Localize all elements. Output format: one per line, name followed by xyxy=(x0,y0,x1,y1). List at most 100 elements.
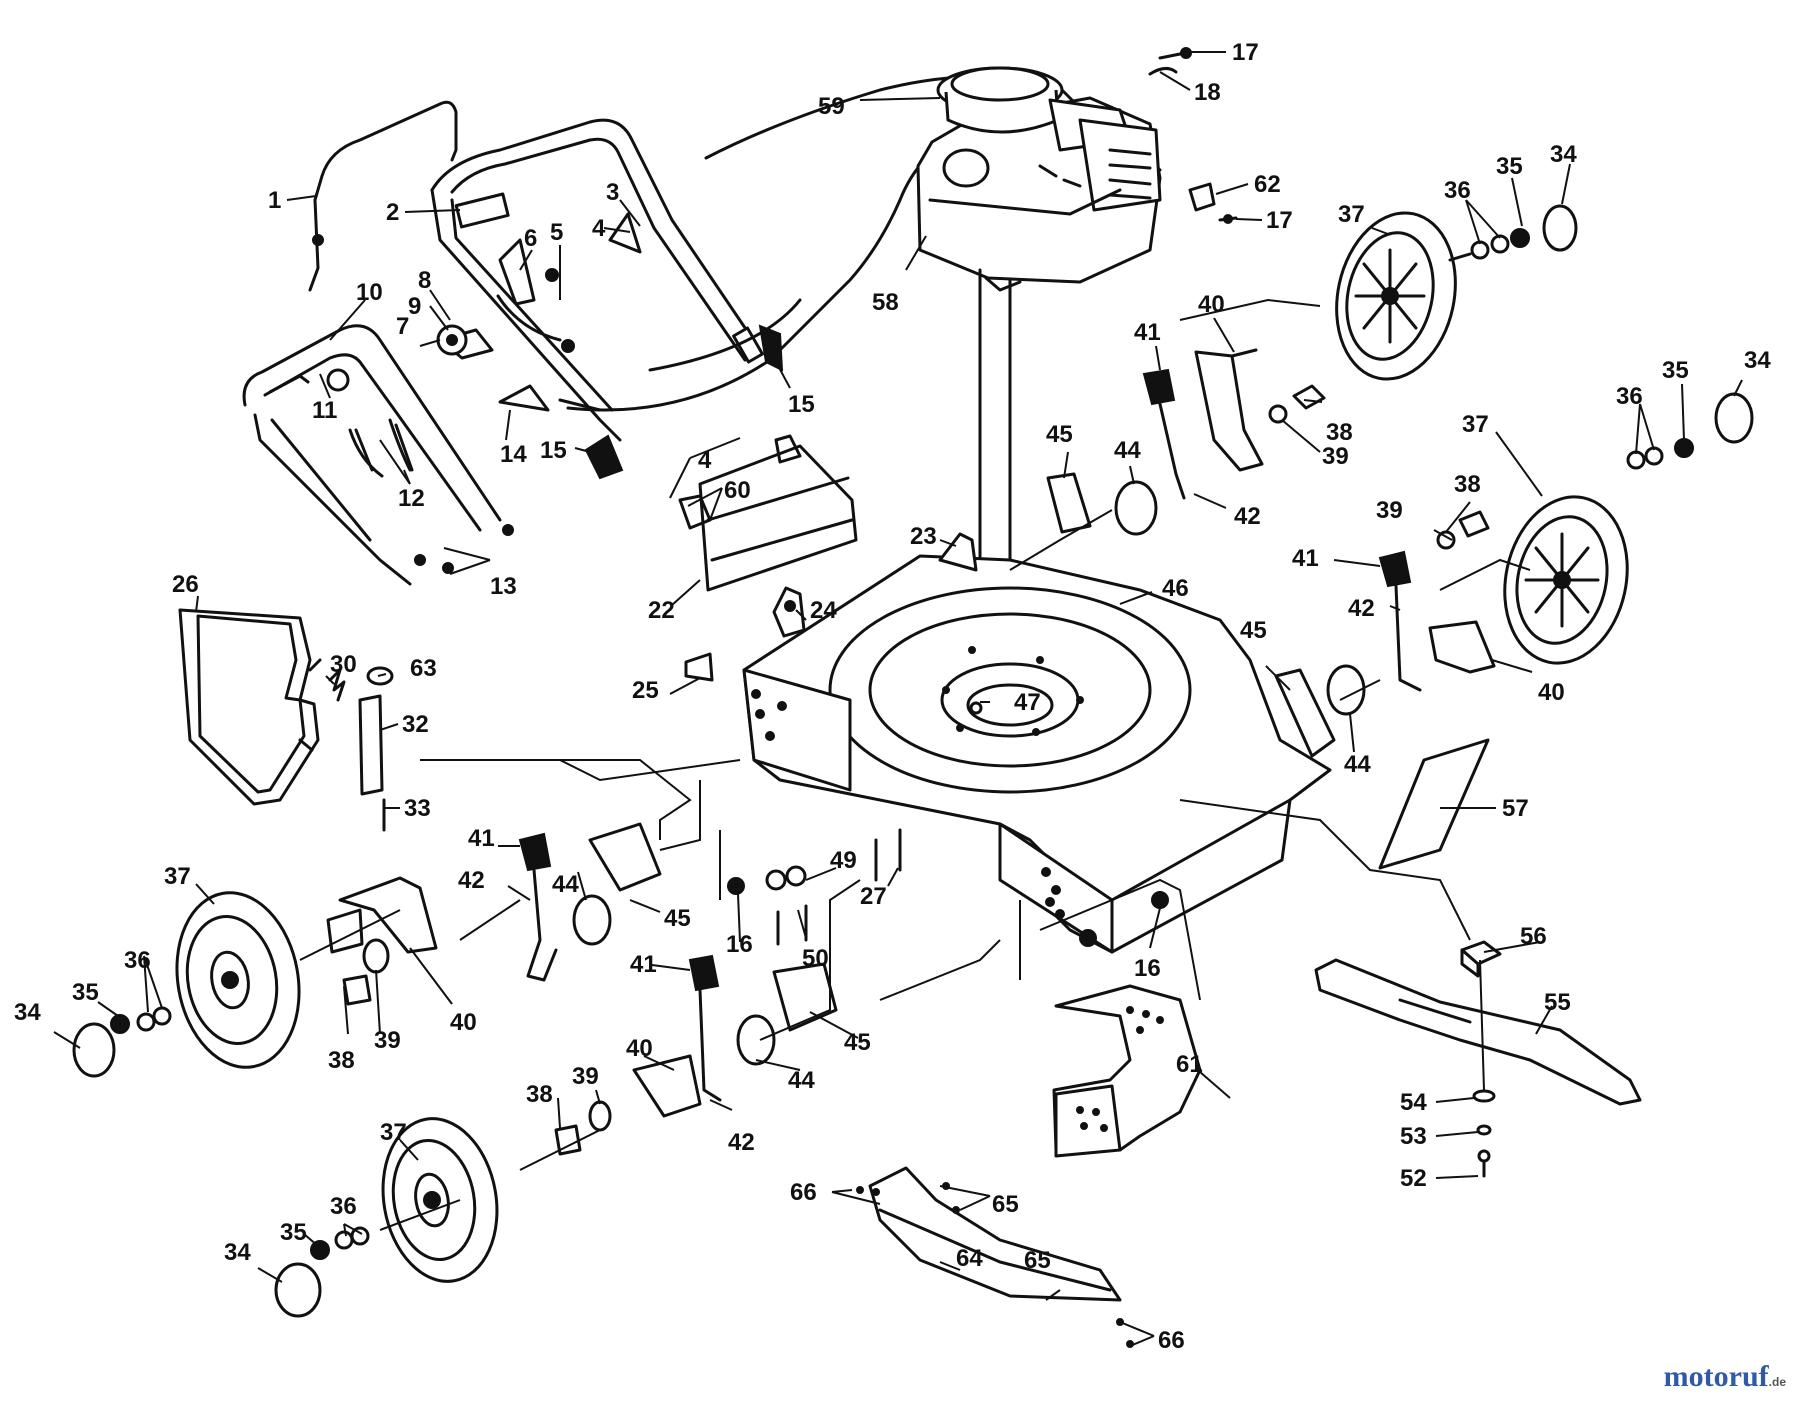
callout-6: 6 xyxy=(524,225,537,252)
deck-fasteners xyxy=(727,828,1169,947)
baffle-61 xyxy=(1052,984,1202,1158)
grass-bag-frame xyxy=(178,608,322,806)
callout-39-b: 39 xyxy=(1376,497,1403,524)
callout-9: 9 xyxy=(408,293,421,320)
callout-35-c: 35 xyxy=(72,979,99,1006)
callout-45-c: 45 xyxy=(664,905,691,932)
callout-61: 61 xyxy=(1176,1051,1203,1078)
callout-41-d: 41 xyxy=(630,951,657,978)
callout-17-b: 17 xyxy=(1266,207,1293,234)
wheel-rear-right xyxy=(1335,211,1457,381)
watermark-brand: motoruf xyxy=(1663,1360,1769,1393)
callout-36-d: 36 xyxy=(330,1193,357,1220)
callout-34-a: 34 xyxy=(1550,141,1577,168)
callout-38-a: 38 xyxy=(1326,419,1353,446)
door-spring xyxy=(328,666,394,832)
rear-skirt-64 xyxy=(868,1166,1122,1302)
engine-bolts xyxy=(1148,47,1238,224)
callout-36-b: 36 xyxy=(1616,383,1643,410)
callout-37-b: 37 xyxy=(1462,411,1489,438)
callout-4: 4 xyxy=(592,215,606,242)
callout-33: 33 xyxy=(404,795,431,822)
lower-handle xyxy=(242,324,502,586)
callout-52: 52 xyxy=(1400,1165,1427,1192)
callout-54: 54 xyxy=(1400,1089,1427,1116)
callout-18: 18 xyxy=(1194,79,1221,106)
callout-53: 53 xyxy=(1400,1123,1427,1150)
callout-50: 50 xyxy=(802,945,829,972)
wheel-front-left-hardware xyxy=(274,1226,370,1318)
wheel-rear-left xyxy=(175,891,301,1069)
callout-1: 1 xyxy=(268,187,281,214)
blade-adapter xyxy=(1460,940,1502,978)
callout-25: 25 xyxy=(632,677,659,704)
callout-42-a: 42 xyxy=(1234,503,1261,530)
callout-66-a: 66 xyxy=(790,1179,817,1206)
callout-40-d: 40 xyxy=(626,1035,653,1062)
callout-39-c: 39 xyxy=(374,1027,401,1054)
callout-4-b: 4 xyxy=(698,447,712,474)
callout-5: 5 xyxy=(550,219,563,246)
callout-15-b: 15 xyxy=(788,391,815,418)
callout-41-a: 41 xyxy=(1134,319,1161,346)
callout-39-d: 39 xyxy=(572,1063,599,1090)
blade xyxy=(1314,958,1642,1106)
wheel-front-right-hardware xyxy=(1626,392,1754,470)
wheel-front-right xyxy=(1503,495,1629,665)
callout-35-d: 35 xyxy=(280,1219,307,1246)
callout-3: 3 xyxy=(606,179,619,206)
callout-36-c: 36 xyxy=(124,947,151,974)
callout-34-c: 34 xyxy=(14,999,41,1026)
wheel-rear-right-hardware xyxy=(1448,204,1578,262)
callout-44-d: 44 xyxy=(788,1067,815,1094)
control-levers xyxy=(436,212,784,480)
callout-40-a: 40 xyxy=(1198,291,1225,318)
callout-58: 58 xyxy=(872,289,899,316)
callout-16-a: 16 xyxy=(726,931,753,958)
callout-38-b: 38 xyxy=(1454,471,1481,498)
mower-deck xyxy=(742,554,1332,954)
callout-39-a: 39 xyxy=(1322,443,1349,470)
callout-63: 63 xyxy=(410,655,437,682)
callout-leaders xyxy=(53,51,1743,1347)
callout-8: 8 xyxy=(418,267,431,294)
callout-labels: 1 2 3 4 5 6 7 8 9 10 11 12 13 14 15 15 4… xyxy=(14,39,1771,1354)
callout-66-b: 66 xyxy=(1158,1327,1185,1354)
callout-44-b: 44 xyxy=(1344,751,1371,778)
decal-57 xyxy=(1378,738,1490,870)
callout-44-a: 44 xyxy=(1114,437,1141,464)
callout-42-c: 42 xyxy=(458,867,485,894)
callout-37-d: 37 xyxy=(380,1119,407,1146)
callout-38-c: 38 xyxy=(328,1047,355,1074)
callout-11: 11 xyxy=(312,397,337,424)
wheel-rear-left-hardware xyxy=(72,1006,172,1078)
callout-65-b: 65 xyxy=(1024,1247,1051,1274)
callout-42-d: 42 xyxy=(728,1129,755,1156)
callout-37-c: 37 xyxy=(164,863,191,890)
callout-14: 14 xyxy=(500,441,527,468)
callout-32: 32 xyxy=(402,711,429,738)
callout-62: 62 xyxy=(1254,171,1281,198)
callout-27: 27 xyxy=(860,883,887,910)
callout-46: 46 xyxy=(1162,575,1189,602)
callout-36-a: 36 xyxy=(1444,177,1471,204)
engine xyxy=(916,66,1162,702)
callout-45-b: 45 xyxy=(1240,617,1267,644)
assembly-guide-lines xyxy=(299,298,1531,1231)
upper-handle xyxy=(430,118,764,442)
callout-64: 64 xyxy=(956,1245,983,1272)
callout-55: 55 xyxy=(1544,989,1571,1016)
callout-44-c: 44 xyxy=(552,871,579,898)
deck-brackets xyxy=(684,532,983,715)
watermark-suffix: .de xyxy=(1768,1375,1786,1389)
callout-17-a: 17 xyxy=(1232,39,1259,66)
callout-23: 23 xyxy=(910,523,937,550)
callout-15-a: 15 xyxy=(540,437,567,464)
height-adjuster-right-rear xyxy=(1046,348,1326,536)
blade-hardware xyxy=(1472,1089,1496,1178)
handle-knobs xyxy=(268,368,514,574)
callout-45-d: 45 xyxy=(844,1029,871,1056)
callout-35-a: 35 xyxy=(1496,153,1523,180)
callout-56: 56 xyxy=(1520,923,1547,950)
